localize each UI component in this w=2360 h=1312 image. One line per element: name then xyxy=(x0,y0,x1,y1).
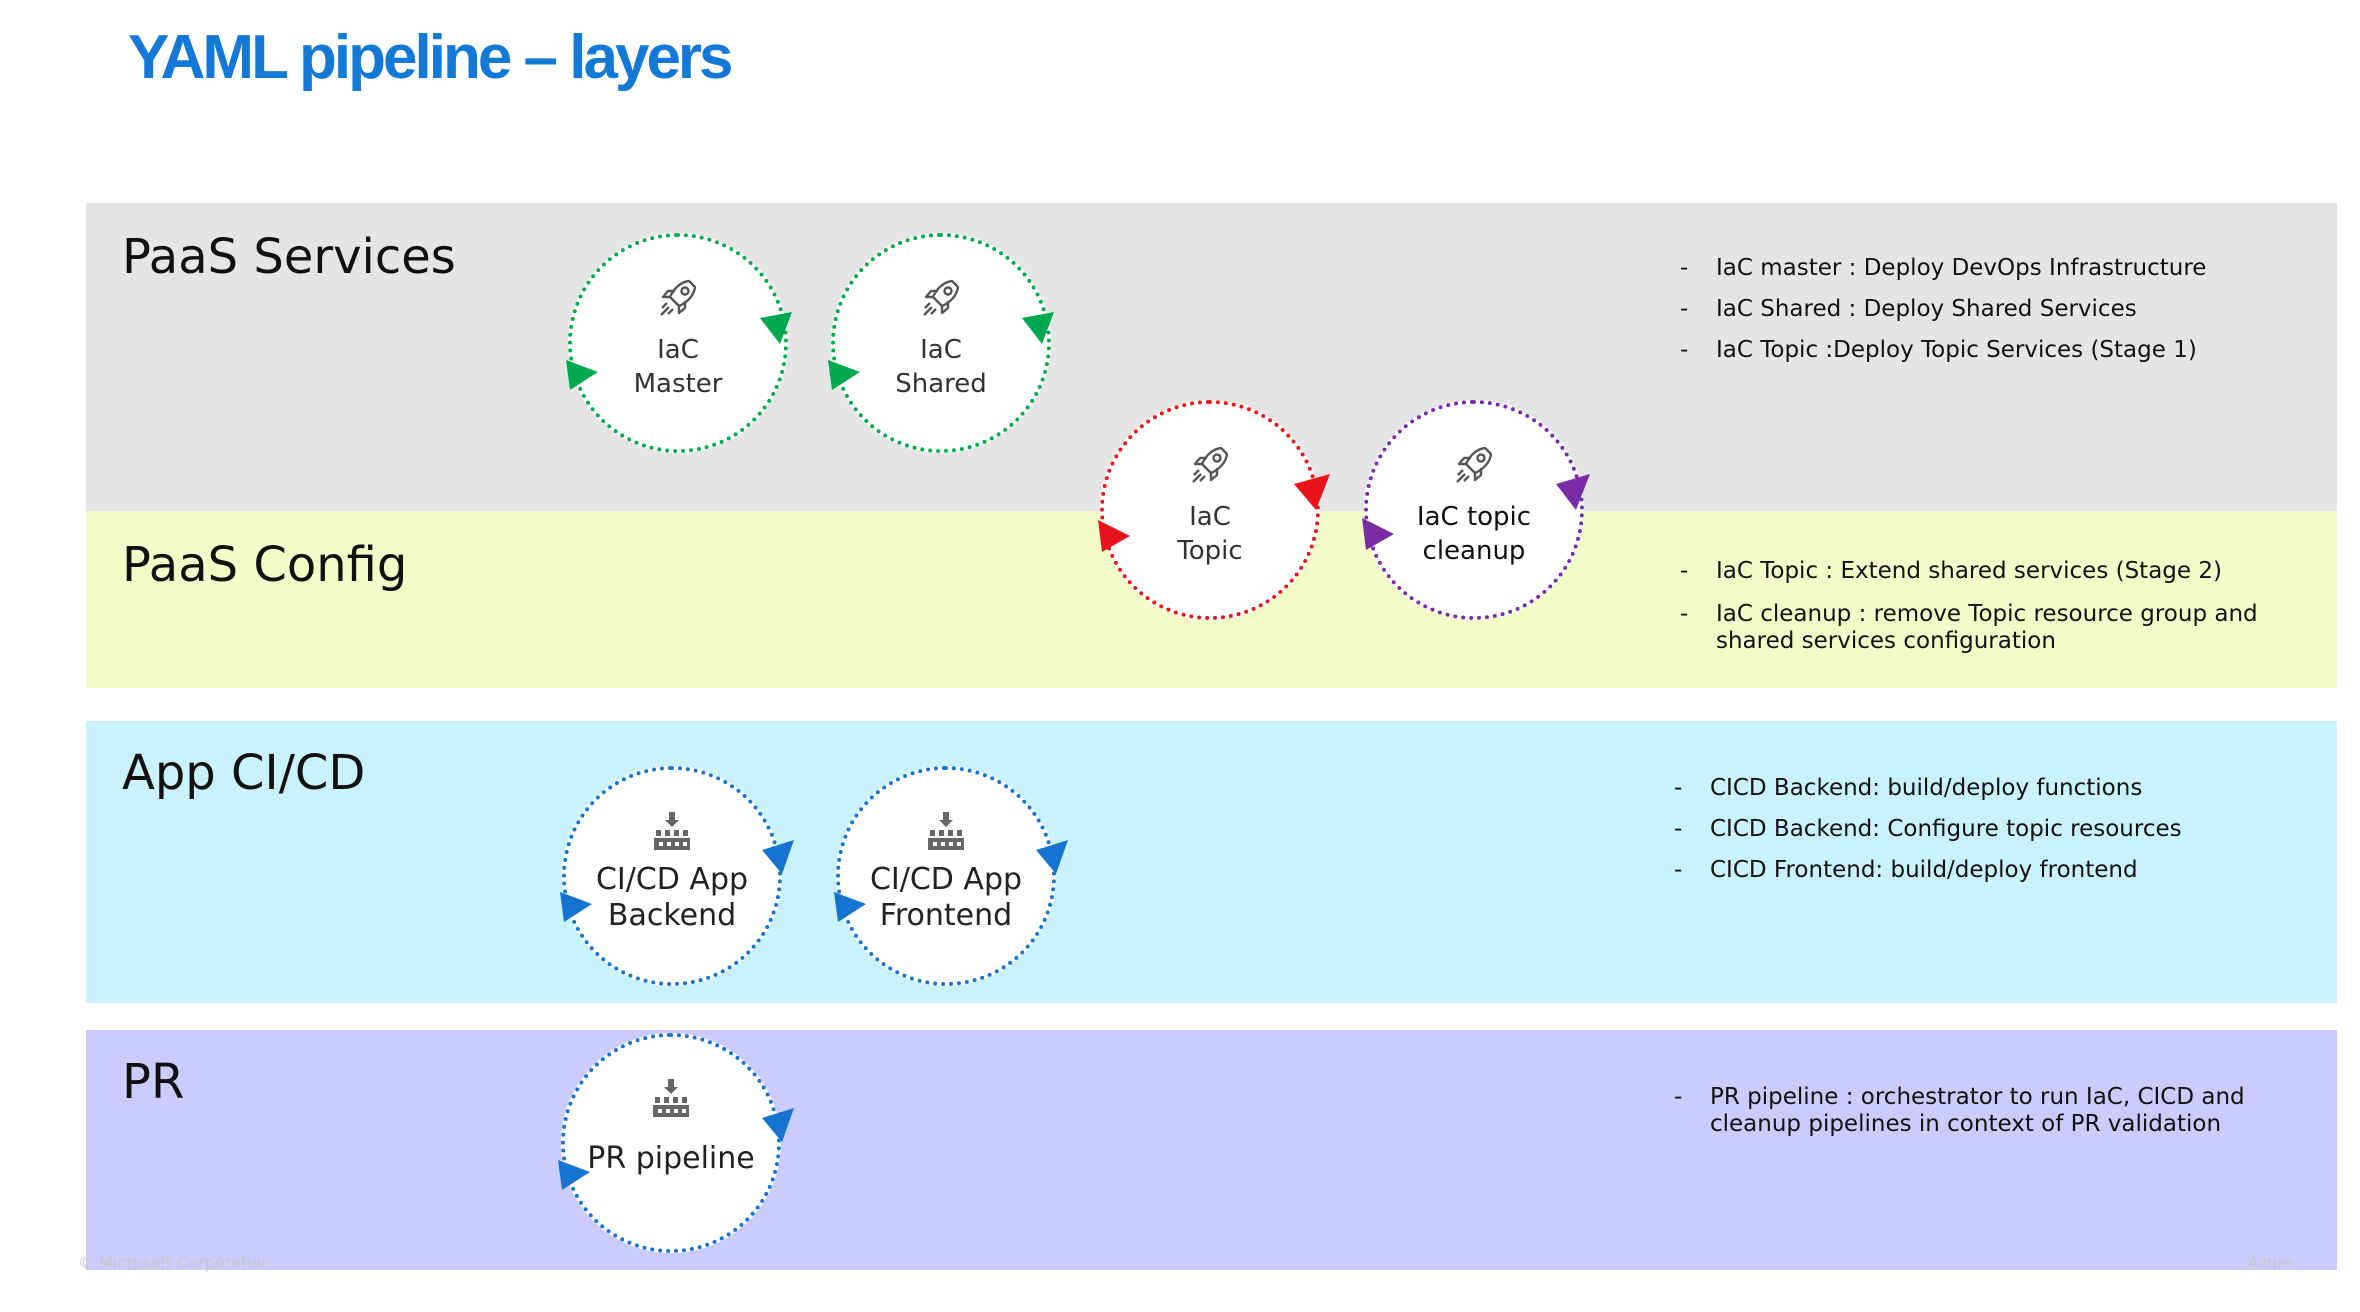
pipeline-iac-topic: IaC Topic xyxy=(1100,400,1320,620)
pipeline-cicd-app-backend: CI/CD App Backend xyxy=(562,766,782,986)
build-factory-icon xyxy=(565,1073,777,1123)
pipeline-label-line1: CI/CD App xyxy=(869,862,1023,897)
pipeline-label-line1: CI/CD App xyxy=(595,862,749,897)
pipeline-iac-master: IaC Master xyxy=(568,233,788,453)
note-item: PR pipeline : orchestrator to run IaC, C… xyxy=(1670,1084,2290,1138)
notes-paas-services: IaC master : Deploy DevOps Infrastructur… xyxy=(1676,255,2296,378)
pipeline-label-line2: Shared xyxy=(895,369,987,399)
build-factory-icon xyxy=(566,806,778,856)
pipeline-iac-shared: IaC Shared xyxy=(831,233,1051,453)
pipeline-iac-topic-cleanup: IaC topic cleanup xyxy=(1364,400,1584,620)
layer-label-paas-config: PaaS Config xyxy=(122,537,408,593)
pipeline-label-line1: IaC xyxy=(1189,502,1231,532)
notes-pr: PR pipeline : orchestrator to run IaC, C… xyxy=(1670,1084,2290,1152)
build-factory-icon xyxy=(840,806,1052,856)
note-item: IaC cleanup : remove Topic resource grou… xyxy=(1676,601,2296,655)
rocket-icon xyxy=(1368,440,1580,490)
footer-brand: Azure xyxy=(2248,1253,2294,1272)
layer-pr: PR xyxy=(86,1030,2337,1270)
pipeline-label-line2: Master xyxy=(633,369,723,399)
pipeline-label-line2: Frontend xyxy=(879,898,1013,933)
footer-copyright: © Microsoft Corporation xyxy=(78,1253,272,1272)
layer-label-app-cicd: App CI/CD xyxy=(122,745,366,801)
pipeline-label-line1: IaC xyxy=(657,335,699,365)
pipeline-label-line1: IaC xyxy=(920,335,962,365)
note-item: CICD Backend: Configure topic resources xyxy=(1670,816,2290,843)
pipeline-label-line1: IaC topic xyxy=(1416,502,1532,532)
rocket-icon xyxy=(835,273,1047,323)
pipeline-label-line2: cleanup xyxy=(1422,536,1526,566)
pipeline-label-line1: PR pipeline xyxy=(587,1141,755,1176)
pipeline-cicd-app-frontend: CI/CD App Frontend xyxy=(836,766,1056,986)
pipeline-label-line2: Topic xyxy=(1177,536,1243,566)
pipeline-pr: PR pipeline xyxy=(561,1033,781,1253)
layer-paas-config: PaaS Config xyxy=(86,511,2337,688)
slide-title: YAML pipeline – layers xyxy=(128,23,734,92)
note-item: IaC Shared : Deploy Shared Services xyxy=(1676,296,2296,323)
notes-paas-config: IaC Topic : Extend shared services (Stag… xyxy=(1676,558,2296,671)
note-item: IaC Topic : Extend shared services (Stag… xyxy=(1676,558,2296,585)
note-item: IaC Topic :Deploy Topic Services (Stage … xyxy=(1676,337,2296,364)
notes-app-cicd: CICD Backend: build/deploy functions CIC… xyxy=(1670,775,2290,898)
note-item: IaC master : Deploy DevOps Infrastructur… xyxy=(1676,255,2296,282)
pipeline-label-line2: Backend xyxy=(607,898,737,933)
note-item: CICD Frontend: build/deploy frontend xyxy=(1670,857,2290,884)
rocket-icon xyxy=(1104,440,1316,490)
rocket-icon xyxy=(572,273,784,323)
layer-label-paas-services: PaaS Services xyxy=(122,229,456,285)
layer-label-pr: PR xyxy=(122,1054,185,1110)
note-item: CICD Backend: build/deploy functions xyxy=(1670,775,2290,802)
